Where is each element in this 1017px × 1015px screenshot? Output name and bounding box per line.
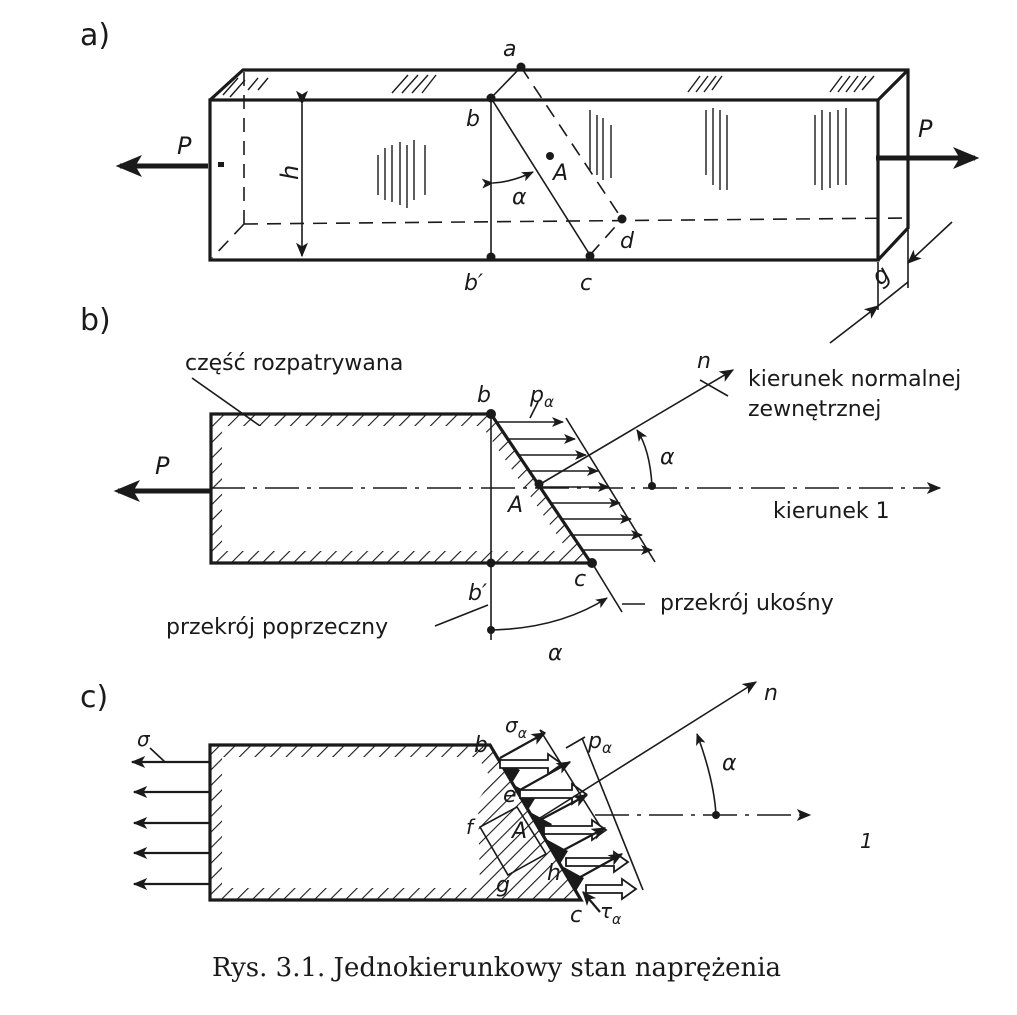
angle-label-b-upper: α — [660, 445, 675, 470]
considered-part-label: część rozpatrywana — [185, 351, 403, 376]
oblique-section-label: przekrój ukośny — [660, 591, 834, 616]
sigma-label: σ — [137, 727, 151, 751]
body-interior-c — [222, 757, 492, 888]
normal-leader — [699, 379, 729, 397]
bar-front-face — [208, 98, 880, 262]
label-b-prime-b: b′ — [468, 581, 487, 606]
angle-label-b-lower: α — [548, 641, 563, 666]
label-d: d — [620, 229, 635, 254]
bar-edge — [876, 68, 910, 102]
p-alpha-leader — [529, 401, 539, 419]
oblique-hidden-bottom — [589, 218, 623, 256]
p-alpha-arrow — [585, 877, 638, 901]
label-a: a — [503, 37, 516, 62]
force-label-right: P — [918, 115, 933, 143]
element-efgh — [478, 805, 548, 877]
hidden-edge — [243, 217, 907, 225]
label-A-c: A — [510, 819, 527, 844]
point-A-b — [534, 479, 544, 489]
label-A: A — [551, 161, 568, 186]
stress-envelope — [565, 417, 656, 563]
p-alpha-label-b: pα — [529, 383, 554, 411]
thickness-arrow — [829, 305, 879, 344]
sigma-leader — [149, 747, 166, 763]
point-b-prime — [486, 252, 496, 262]
sigma-alpha-envelope — [539, 729, 601, 827]
sigma-alpha-arrows — [499, 732, 624, 881]
force-label-left: P — [177, 132, 192, 160]
point-c — [585, 251, 595, 261]
label-c: c — [580, 271, 592, 296]
center-mark — [218, 162, 224, 167]
cross-section-leader — [434, 604, 489, 627]
angle-label-c: α — [722, 751, 737, 776]
label-b-prime: b′ — [464, 271, 483, 296]
p-alpha-arrow — [543, 818, 608, 842]
height-label: h — [276, 165, 304, 180]
panel-c-label: c) — [80, 680, 108, 715]
label-b-c: b — [474, 733, 488, 758]
hidden-edge — [211, 223, 245, 259]
label-e: e — [503, 783, 517, 808]
angle-vertex-lower — [487, 626, 495, 634]
normal-label-c: n — [764, 681, 778, 706]
normal-direction-text-1: kierunek normalnej — [748, 367, 961, 392]
cross-section-label: przekrój poprzeczny — [166, 615, 388, 640]
p-alpha-hollow-arrows — [499, 752, 638, 901]
sigma-arrows — [130, 756, 210, 890]
p-alpha-arrow — [499, 752, 564, 776]
texture-marks — [222, 74, 875, 208]
angle-arc-b — [636, 429, 653, 487]
panel-a: a) — [80, 18, 980, 344]
direction-1-label: kierunek 1 — [773, 499, 890, 524]
tau-alpha-label: τα — [600, 899, 622, 928]
bar-3d — [208, 68, 910, 262]
tau-alpha-arrow — [582, 891, 601, 913]
oblique-section-extension — [591, 562, 623, 613]
force-label-b: P — [155, 452, 170, 480]
label-A-b: A — [506, 493, 523, 518]
oblique-hidden-edge — [520, 66, 623, 220]
figure-caption: Rys. 3.1. Jednokierunkowy stan naprężeni… — [212, 953, 781, 983]
p-alpha-leader-c — [565, 736, 586, 749]
p-alpha-envelope — [581, 737, 644, 891]
axis-1-label: 1 — [860, 829, 873, 853]
sigma-alpha-label: σα — [505, 713, 528, 742]
normal-direction-text-2: zewnętrznej — [748, 397, 881, 422]
label-g: g — [496, 873, 510, 898]
panel-a-label: a) — [80, 18, 110, 53]
oblique-top-edge — [490, 66, 522, 99]
point-d — [617, 214, 627, 224]
label-c-c: c — [570, 903, 582, 928]
normal-label-n: n — [697, 349, 711, 374]
label-b: b — [466, 107, 480, 132]
point-b-b — [486, 409, 496, 419]
label-h: h — [547, 861, 561, 886]
oblique-section-line — [490, 97, 591, 256]
point-a — [516, 62, 526, 72]
angle-arc-c — [696, 733, 717, 816]
stress-distribution-p — [495, 417, 656, 563]
normal-arrow-c — [539, 681, 758, 819]
panel-c: c) σ f g h e A b c — [80, 680, 873, 928]
angle-label-a: α — [512, 185, 527, 210]
body-outline-c — [208, 743, 584, 902]
label-c-b: c — [574, 567, 586, 592]
p-alpha-label-c: pα — [587, 729, 612, 757]
normal-direction-arrow — [536, 369, 735, 487]
angle-arc-a — [481, 171, 534, 189]
thickness-dim-line — [877, 281, 909, 307]
point-b — [486, 93, 496, 103]
label-b-b: b — [477, 383, 491, 408]
point-A — [546, 152, 554, 160]
point-b-prime-b — [486, 558, 496, 568]
label-f: f — [466, 815, 476, 839]
thickness-arrow — [907, 221, 953, 264]
panel-b: b) część rozpatrywana P pα — [80, 303, 961, 666]
angle-arc-b-lower — [492, 597, 608, 631]
thickness-label: g — [866, 260, 896, 291]
panel-b-label: b) — [80, 303, 111, 338]
